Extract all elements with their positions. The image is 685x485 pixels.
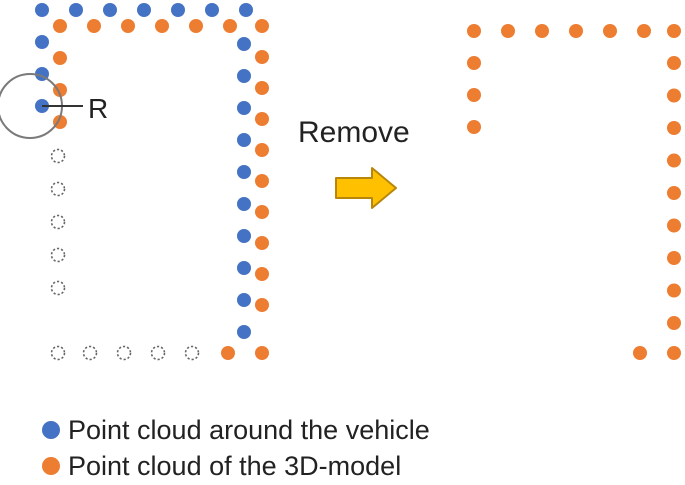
vehicle-point [237,165,251,179]
model-point [255,112,269,126]
vehicle-point [171,3,185,17]
model-point [87,19,101,33]
model-point [667,153,681,168]
model-point [467,88,481,102]
removed-point [116,345,132,361]
removed-point [50,148,66,164]
removed-point [50,345,66,361]
after-point-cloud-group [467,24,681,360]
model-point [667,24,681,38]
model-point [255,81,269,95]
model-point [667,251,681,265]
model-point [667,316,681,330]
model-point [633,346,647,360]
vehicle-point [239,3,253,17]
vehicle-point [237,293,251,307]
model-point [53,51,67,65]
model-point [255,19,269,33]
model-point [667,218,681,233]
vehicle-point [237,37,251,51]
before-point-cloud-group [35,3,269,361]
model-point [467,56,481,70]
removed-point [82,345,98,361]
vehicle-point [137,3,151,17]
removed-point [150,345,166,361]
model-point [667,186,681,200]
model-point [535,24,549,38]
vehicle-point [237,133,251,147]
vehicle-point [69,3,83,17]
model-point [667,56,681,70]
model-point [255,346,269,360]
model-point [53,19,67,33]
removed-point [184,345,200,361]
legend-label-model: Point cloud of the 3D-model [68,450,402,481]
model-point [667,121,681,135]
model-point [255,298,269,312]
vehicle-point [103,3,117,17]
vehicle-point [237,69,251,83]
vehicle-point [35,35,49,49]
right-arrow-icon [335,167,397,209]
model-point [255,205,269,219]
radius-label: R [88,93,108,124]
model-point [255,50,269,64]
model-point [501,24,515,38]
model-point [255,143,269,157]
model-point [255,174,269,188]
legend-swatch-model [42,457,60,475]
legend-item-vehicle: Point cloud around the vehicle [42,415,430,445]
model-point [667,283,681,298]
model-point [637,24,651,38]
vehicle-point [35,3,49,17]
model-point [569,24,583,38]
model-point [255,236,269,250]
vehicle-point [237,229,251,243]
removed-point [50,214,66,230]
remove-label: Remove [298,116,410,149]
model-point [603,24,617,38]
model-point [223,19,237,33]
removed-point [50,280,66,296]
model-point [667,346,681,360]
vehicle-point [205,3,219,17]
model-point [189,19,203,33]
model-point [467,24,481,38]
model-point [121,19,135,33]
model-point [155,19,169,33]
removed-point [50,247,66,263]
vehicle-point [237,325,251,339]
vehicle-point [237,197,251,211]
model-point [667,88,681,103]
vehicle-point [237,101,251,115]
legend-item-model: Point cloud of the 3D-model [42,451,401,481]
legend-swatch-vehicle [42,421,60,439]
removed-point [50,181,66,197]
model-point [255,267,269,281]
model-point [221,346,235,360]
legend-label-vehicle: Point cloud around the vehicle [68,414,430,445]
vehicle-point [237,261,251,275]
model-point [467,120,481,134]
